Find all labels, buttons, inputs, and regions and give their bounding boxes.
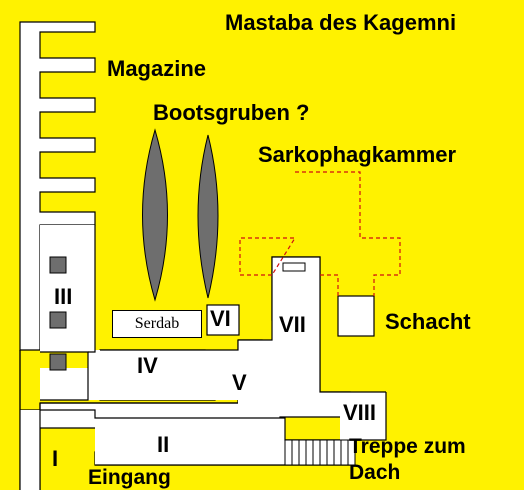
label-eingang: Eingang bbox=[88, 466, 171, 489]
outline-iv-top bbox=[100, 340, 239, 351]
outline-iii-bottom bbox=[40, 351, 89, 401]
room-vi bbox=[206, 304, 240, 336]
room-label-iii: III bbox=[54, 284, 73, 309]
label-treppe: Treppe zum bbox=[349, 435, 466, 458]
staircase bbox=[284, 439, 356, 466]
serdab-box: Serdab bbox=[112, 310, 202, 338]
room-label-viii: VIII bbox=[343, 400, 377, 425]
serdab-label: Serdab bbox=[134, 315, 180, 332]
room-label-vii: VII bbox=[279, 312, 306, 337]
room-i-area bbox=[20, 410, 40, 490]
pillar bbox=[49, 256, 67, 274]
diagram-title: Mastaba des Kagemni bbox=[225, 10, 457, 35]
room-ii-area bbox=[95, 418, 285, 465]
room-label-ii: II bbox=[157, 432, 170, 457]
magazine-corridor bbox=[19, 21, 96, 351]
room-iv-lower bbox=[40, 368, 240, 400]
label-schacht: Schacht bbox=[385, 309, 471, 334]
room-label-v: V bbox=[232, 370, 247, 395]
boat-pit-right bbox=[197, 134, 219, 299]
outline-i bbox=[19, 350, 41, 490]
shaft bbox=[337, 295, 375, 337]
boat-pit-left bbox=[142, 128, 168, 302]
room-viii-area bbox=[340, 395, 386, 440]
pillar bbox=[49, 353, 67, 371]
label-dach: Dach bbox=[349, 461, 401, 484]
sarcophagus-chamber-outline bbox=[239, 171, 401, 296]
label-sarkophagkammer: Sarkophagkammer bbox=[258, 142, 457, 167]
label-bootsgruben: Bootsgruben ? bbox=[153, 100, 310, 125]
outline-vii bbox=[238, 256, 386, 393]
room-label-iv: IV bbox=[137, 353, 158, 378]
outline-iii-right bbox=[88, 225, 96, 353]
room-label-vi: VI bbox=[210, 306, 231, 331]
label-magazine: Magazine bbox=[107, 56, 207, 81]
shaft-top-marker bbox=[282, 262, 306, 272]
room-vii-area bbox=[272, 257, 320, 395]
pillar bbox=[49, 311, 67, 329]
room-label-i: I bbox=[52, 446, 59, 471]
